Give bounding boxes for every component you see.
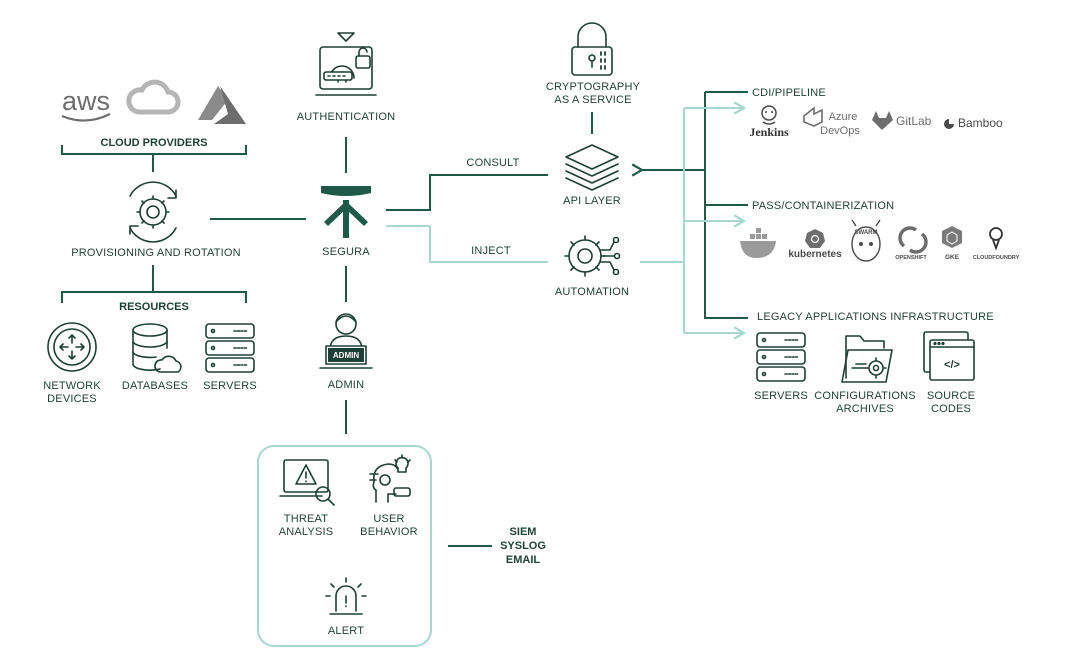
gke-logo-icon xyxy=(942,226,962,248)
pass-containerization-group: PASS/CONTAINERIZATION kubernetes SWARM O… xyxy=(740,200,1020,262)
jenkins-logo-icon xyxy=(761,105,777,125)
gitlab-logo-icon xyxy=(872,111,893,130)
crypto-lock-icon xyxy=(571,22,613,76)
openshift-logo-icon xyxy=(898,226,928,254)
resources-group: RESOURCES NETWORK DEVICES DATABASES xyxy=(43,301,257,405)
source-codes-label-2: CODES xyxy=(931,403,971,415)
source-codes-label-1: SOURCE xyxy=(927,390,975,402)
network-devices-label-1: NETWORK xyxy=(43,380,101,392)
aws-logo-text: aws xyxy=(62,86,110,116)
threat-analysis-icon xyxy=(279,459,335,506)
bamboo-logo-icon xyxy=(944,119,954,129)
siem-group: SIEM SYSLOG EMAIL xyxy=(500,526,546,566)
configurations-label-2: ARCHIVES xyxy=(836,403,894,415)
database-cloud-icon xyxy=(132,323,182,373)
alert-group-box xyxy=(257,445,432,647)
source-code-window-icon xyxy=(923,331,975,381)
pass-containerization-title: PASS/CONTAINERIZATION xyxy=(752,200,894,212)
server-rack-icon xyxy=(205,323,255,373)
cloud-providers-group: aws CLOUD PROVIDERS xyxy=(61,79,246,149)
automation-gear-icon xyxy=(564,235,621,277)
cdi-pipeline-group: CDI/PIPELINE Jenkins Azure DevOps GitLab… xyxy=(749,87,1003,139)
api-layer-label: API LAYER xyxy=(563,195,621,207)
openshift-text: OPENSHIFT xyxy=(895,255,927,261)
provisioning-label: PROVISIONING AND ROTATION xyxy=(71,247,241,259)
segura-group: SEGURA xyxy=(321,186,371,258)
consult-label: CONSULT xyxy=(466,157,519,169)
segura-logo-icon xyxy=(321,186,371,238)
resources-bracket-line xyxy=(61,291,247,303)
legacy-servers-label: SERVERS xyxy=(754,390,808,402)
network-router-icon xyxy=(47,322,97,372)
rotation-gear-icon xyxy=(129,181,177,243)
crypto-label-2: AS A SERVICE xyxy=(554,94,631,106)
alert-label: ALERT xyxy=(328,625,364,637)
api-layer-group: CONSULT API LAYER xyxy=(466,144,621,207)
alert-siren-icon xyxy=(325,577,367,615)
admin-group: ADMIN ADMIN xyxy=(319,313,373,391)
swarm-text: SWARM xyxy=(855,230,878,236)
docker-swarm-logo-icon xyxy=(851,219,881,262)
aws-smile-icon xyxy=(61,113,111,122)
code-glyph-icon: </> xyxy=(944,359,960,371)
consult-path-line xyxy=(386,174,548,211)
user-behavior-icon xyxy=(369,454,411,503)
dark-bus-line xyxy=(704,92,748,319)
threat-analysis-label-2: ANALYSIS xyxy=(279,526,334,538)
alerting-group: THREAT ANALYSIS USER BEHAVIOR ALERT xyxy=(279,454,418,637)
authentication-label: AUTHENTICATION xyxy=(297,111,396,123)
azure-devops-logo-icon xyxy=(803,106,823,127)
connectors xyxy=(61,91,748,547)
siem-label: SIEM xyxy=(510,526,537,538)
gitlab-text: GitLab xyxy=(896,114,932,128)
legacy-group: LEGACY APPLICATIONS INFRASTRUCTURE SERVE… xyxy=(754,311,994,415)
crypto-label-1: CRYPTOGRAPHY xyxy=(546,81,641,93)
legacy-title: LEGACY APPLICATIONS INFRASTRUCTURE xyxy=(757,311,994,323)
syslog-label: SYSLOG xyxy=(500,540,546,552)
segura-label: SEGURA xyxy=(322,246,370,258)
provisioning-group: PROVISIONING AND ROTATION xyxy=(71,181,241,259)
cloud-providers-title: CLOUD PROVIDERS xyxy=(101,137,208,149)
admin-badge-text: ADMIN xyxy=(333,351,359,360)
admin-badge-bg xyxy=(328,348,364,362)
servers-label: SERVERS xyxy=(203,380,257,392)
configurations-label-1: CONFIGURATIONS xyxy=(814,390,916,402)
cloudfoundry-logo-icon xyxy=(989,227,1003,251)
authentication-group: AUTHENTICATION xyxy=(297,32,396,123)
azure-devops-text-2: DevOps xyxy=(820,125,860,137)
config-folder-gear-icon xyxy=(841,335,893,383)
gke-text: GKE xyxy=(945,254,960,261)
kubernetes-text: kubernetes xyxy=(788,249,842,260)
inject-path-line xyxy=(386,225,548,263)
automation-label: AUTOMATION xyxy=(555,286,629,298)
layers-stack-icon xyxy=(565,144,619,191)
automation-group: INJECT AUTOMATION xyxy=(471,235,629,298)
inject-label: INJECT xyxy=(471,245,511,257)
authentication-fingerprint-icon xyxy=(315,32,377,96)
resources-title: RESOURCES xyxy=(119,301,189,313)
bamboo-text: Bamboo xyxy=(958,116,1003,130)
azure-logo-icon xyxy=(198,86,246,124)
network-devices-label-2: DEVICES xyxy=(47,393,97,405)
databases-label: DATABASES xyxy=(122,380,188,392)
docker-logo-icon xyxy=(740,228,776,258)
email-label: EMAIL xyxy=(506,554,541,566)
cryptography-group: CRYPTOGRAPHY AS A SERVICE xyxy=(546,22,641,106)
user-behavior-label-1: USER xyxy=(373,513,404,525)
gcp-logo-icon xyxy=(126,79,181,115)
azure-devops-text-1: Azure xyxy=(829,111,858,123)
kubernetes-logo-icon xyxy=(805,229,825,248)
threat-analysis-label-1: THREAT xyxy=(284,513,328,525)
admin-label: ADMIN xyxy=(328,379,364,391)
cdi-pipeline-title: CDI/PIPELINE xyxy=(752,87,826,99)
legacy-server-icon xyxy=(756,332,806,382)
cloudfoundry-text: CLOUDFOUNDRY xyxy=(973,255,1020,261)
jenkins-text: Jenkins xyxy=(749,125,789,139)
user-behavior-label-2: BEHAVIOR xyxy=(360,526,418,538)
